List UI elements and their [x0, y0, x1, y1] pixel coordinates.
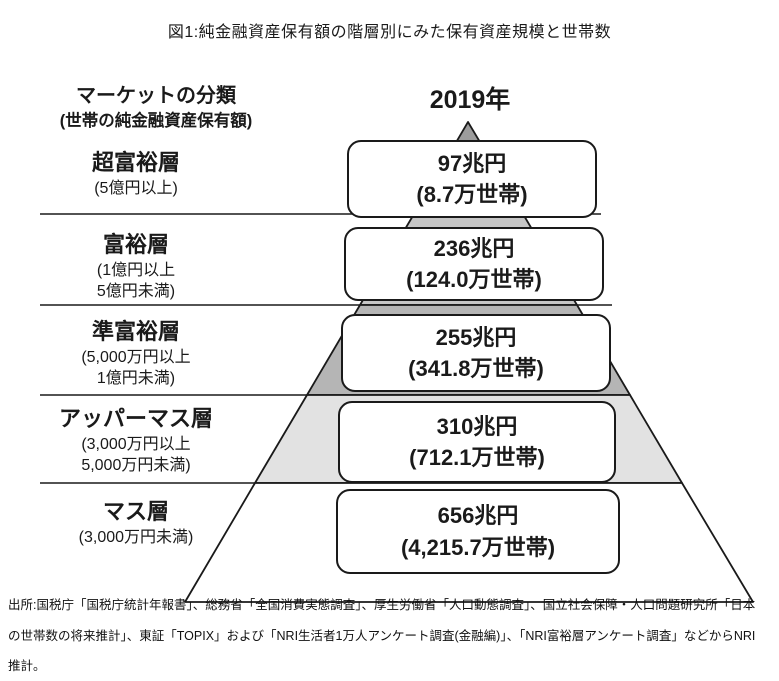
tier-3-range-line2: 1億円未満) [96, 369, 176, 387]
tier-5-label: マス層 (3,000万円未満) [0, 497, 272, 548]
tier-2-households: (124.0万世帯) [406, 267, 542, 292]
tier-4-range-line1: (3,000万円以上 [81, 435, 191, 453]
market-classification-line1: マーケットの分類 [76, 85, 236, 107]
tier-1-amount: 97兆円 [437, 150, 507, 176]
tier-2-amount: 236兆円 [433, 235, 515, 261]
tier-4-range-line2: 5,000万円未満) [81, 456, 191, 474]
tier-1-name: 超富裕層 [91, 150, 180, 175]
tier-4-label: アッパーマス層 (3,000万円以上 5,000万円未満) [0, 404, 272, 476]
tier-4-name: アッパーマス層 [58, 406, 213, 431]
tier-3-value-box: 255兆円 (341.8万世帯) [341, 314, 611, 392]
tier-1-households: (8.7万世帯) [416, 182, 528, 207]
market-classification-line2: (世帯の純金融資産保有額) [59, 112, 253, 130]
tier-5-amount: 656兆円 [437, 503, 519, 529]
tier-3-label: 準富裕層 (5,000万円以上 1億円未満) [0, 317, 272, 389]
market-classification-header: マーケットの分類 (世帯の純金融資産保有額) [10, 83, 302, 132]
tier-4-value-box: 310兆円 (712.1万世帯) [338, 401, 616, 483]
tier-3-range-line1: (5,000万円以上 [81, 348, 191, 366]
tier-4-amount: 310兆円 [436, 413, 518, 439]
tier-2-value-box: 236兆円 (124.0万世帯) [344, 227, 604, 301]
tier-1-range: (5億円以上) [94, 179, 178, 197]
tier-1-label: 超富裕層 (5億円以上) [0, 148, 272, 199]
tier-5-households: (4,215.7万世帯) [400, 534, 556, 560]
tier-5-name: マス層 [102, 499, 169, 524]
year-header: 2019年 [429, 86, 511, 114]
tier-2-label: 富裕層 (1億円以上 5億円未満) [0, 230, 272, 302]
tier-3-households: (341.8万世帯) [408, 356, 544, 381]
tier-3-amount: 255兆円 [435, 324, 517, 350]
tier-1-value-box: 97兆円 (8.7万世帯) [347, 140, 597, 218]
tier-5-value-box: 656兆円 (4,215.7万世帯) [336, 489, 620, 574]
source-note: 出所:国税庁「国税庁統計年報書」、総務省「全国消費実態調査」、厚生労働省「人口動… [8, 598, 756, 674]
tier-4-households: (712.1万世帯) [409, 445, 545, 470]
tier-2-name: 富裕層 [102, 232, 169, 257]
figure-title: 図1:純金融資産保有額の階層別にみた保有資産規模と世帯数 [167, 24, 612, 41]
tier-2-range-line1: (1億円以上 [96, 261, 176, 279]
tier-5-range: (3,000万円未満) [78, 528, 194, 546]
tier-3-name: 準富裕層 [91, 319, 180, 344]
tier-2-range-line2: 5億円未満) [96, 282, 176, 300]
